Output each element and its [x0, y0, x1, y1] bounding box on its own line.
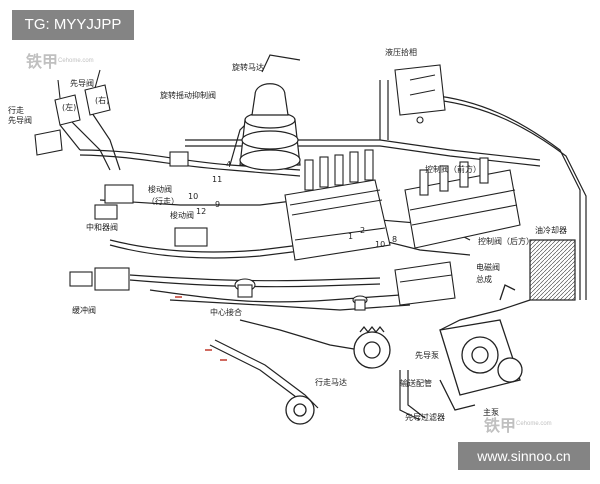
travel-motor: [285, 325, 391, 425]
swing-motor: [239, 54, 301, 171]
solenoid-valve: [394, 261, 456, 306]
label-swing-brake-valve: 旋转摇动抑制阀: [160, 91, 216, 100]
number-label: 11: [212, 175, 223, 184]
label-neutralizer: 中和器阀: [86, 223, 118, 232]
small-valves: [69, 151, 208, 291]
label-center-joint: 中心接合: [210, 308, 242, 317]
red-dash-marks: [175, 296, 227, 361]
label-pilot-pump: 先导泵: [415, 351, 439, 360]
label-shuttle-valve: 梭动阀: [148, 185, 172, 194]
control-valve-rear: [404, 157, 521, 249]
watermark-bottom-right: www.sinnoo.cn: [458, 442, 590, 470]
label-oil-cooler: 油冷却器: [535, 226, 567, 235]
label-main-pump: 主泵: [483, 408, 499, 417]
label-pilot-filter: 先导过滤器: [405, 413, 445, 422]
label-pilot-valve: 先导阀: [70, 79, 94, 88]
cehome-logo-bottom: 铁甲: [484, 418, 517, 435]
label-control-valve-rear: 控制阀（后方）: [478, 237, 534, 246]
label-right: (右): [95, 96, 110, 105]
cehome-logo-bottom-sub: Cehome.com: [516, 421, 552, 427]
main-pump: [439, 284, 523, 411]
label-buffer-valve: 缓冲阀: [72, 306, 96, 315]
number-label: 9: [215, 200, 221, 209]
oil-cooler: [529, 239, 576, 301]
label-solenoid-valve: 电磁阀: [476, 263, 500, 272]
label-travel-motor: 行走马达: [315, 378, 347, 387]
label-shuttle-valve-2: 梭动阀: [170, 211, 194, 220]
label-travel: （行走）: [147, 197, 179, 206]
number-label: 10: [375, 240, 386, 249]
label-swing-motor: 旋转马达: [232, 63, 264, 72]
label-assembly: 总成: [476, 275, 492, 284]
hydraulic-lock: [394, 64, 446, 124]
cehome-logo: 铁甲: [26, 54, 59, 71]
label-left: (左): [62, 103, 77, 112]
control-valve-front: [284, 149, 391, 261]
label-delivery-pipe: 输送配管: [400, 379, 432, 388]
center-joint: [234, 278, 368, 311]
label-hydraulic-lock: 液压拾相: [385, 48, 417, 57]
number-label: 10: [188, 192, 199, 201]
number-label: 12: [196, 207, 207, 216]
number-label: 4: [226, 160, 232, 169]
pilot-valves: [34, 69, 111, 156]
watermark-top-left: TG: MYYJJPP: [12, 10, 134, 40]
number-label: 8: [392, 235, 398, 244]
number-label: 1: [348, 232, 354, 241]
number-label: 2: [360, 226, 366, 235]
label-control-valve-front: 控制阀（前方）: [425, 165, 481, 174]
label-travel-pilot: 行走 先导阀: [8, 106, 32, 125]
cehome-logo-sub: Cehome.com: [58, 58, 94, 64]
